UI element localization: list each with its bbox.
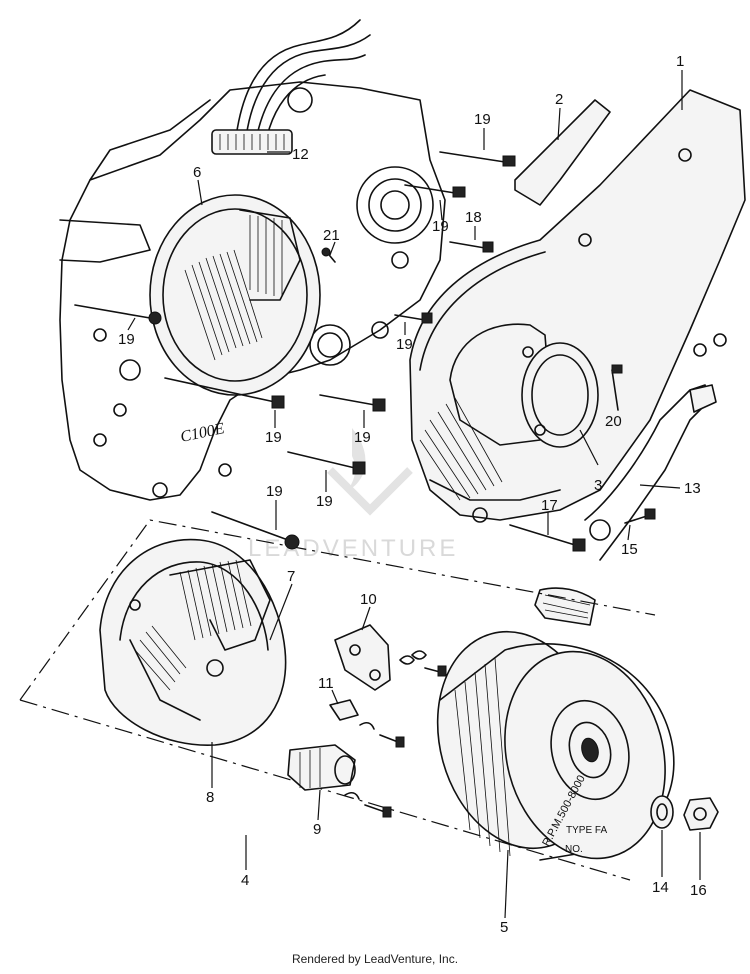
callout-6: 6: [193, 164, 201, 181]
gasket-part-2: [514, 99, 611, 206]
callout-5: 5: [500, 919, 508, 936]
bolt: [439, 151, 516, 167]
stator-plate: [99, 538, 287, 746]
callout-18: 18: [465, 209, 482, 226]
callout-19h: 19: [266, 483, 283, 500]
callout-2: 2: [555, 91, 563, 108]
stator-on-engine: [149, 194, 321, 396]
callout-12: 12: [292, 146, 309, 163]
callout-1: 1: [676, 53, 684, 70]
flywheel-no: NO.: [565, 844, 583, 855]
bolt: [509, 524, 586, 552]
wiring-harness: [211, 19, 371, 155]
bolt: [211, 511, 300, 550]
callout-19a: 19: [474, 111, 491, 128]
callout-19f: 19: [354, 429, 371, 446]
bolts-upper: [74, 151, 656, 552]
bolt: [164, 377, 285, 409]
engine-marking: C100E: [179, 420, 226, 446]
watermark-text: LEADVENTURE: [248, 535, 458, 562]
nut: [683, 797, 719, 831]
condenser: [287, 744, 392, 818]
flywheel-type: TYPE FA: [566, 825, 607, 836]
bolt: [394, 312, 433, 324]
bolt: [319, 394, 386, 412]
callout-8: 8: [206, 789, 214, 806]
gear-change-pedal: [534, 384, 717, 626]
callout-10: 10: [360, 591, 377, 608]
callout-19g: 19: [316, 493, 333, 510]
bolt: [321, 247, 336, 263]
contact-breaker: [334, 624, 447, 691]
callout-19c: 19: [118, 331, 135, 348]
callout-19d: 19: [396, 336, 413, 353]
callout-16: 16: [690, 882, 707, 899]
callout-20: 20: [605, 413, 622, 430]
condenser-clip: [329, 699, 405, 748]
callout-9: 9: [313, 821, 321, 838]
left-crankcase-cover: [409, 89, 746, 523]
callout-4: 4: [241, 872, 249, 889]
washer: [650, 795, 674, 829]
bolt: [287, 451, 366, 475]
callout-11: 11: [318, 675, 334, 692]
exploded-box: [19, 519, 656, 881]
callout-7: 7: [287, 568, 295, 585]
bolt: [404, 184, 466, 198]
leader-lines: [127, 70, 701, 919]
callout-14: 14: [652, 879, 669, 896]
callout-17: 17: [541, 497, 558, 514]
crankcase-illustration: C100E: [59, 81, 446, 501]
callout-3: 3: [594, 477, 602, 494]
callouts: 1 2 3 4 5 6 7 8 9 10 11 12 13 14 15 16 1…: [118, 53, 707, 936]
callout-19e: 19: [265, 429, 282, 446]
callout-13: 13: [684, 480, 701, 497]
callout-19b: 19: [432, 218, 449, 235]
bolt: [624, 508, 656, 524]
bolt: [74, 304, 162, 325]
footer-credit: Rendered by LeadVenture, Inc.: [291, 952, 459, 966]
bolt: [449, 241, 494, 253]
flywheel-rotor: R.P.M.500-8000 TYPE FA NO.: [436, 630, 675, 861]
bolt: [611, 364, 623, 411]
callout-15: 15: [621, 541, 638, 558]
cover-inspection-cap: [449, 323, 599, 448]
callout-21: 21: [323, 227, 340, 244]
